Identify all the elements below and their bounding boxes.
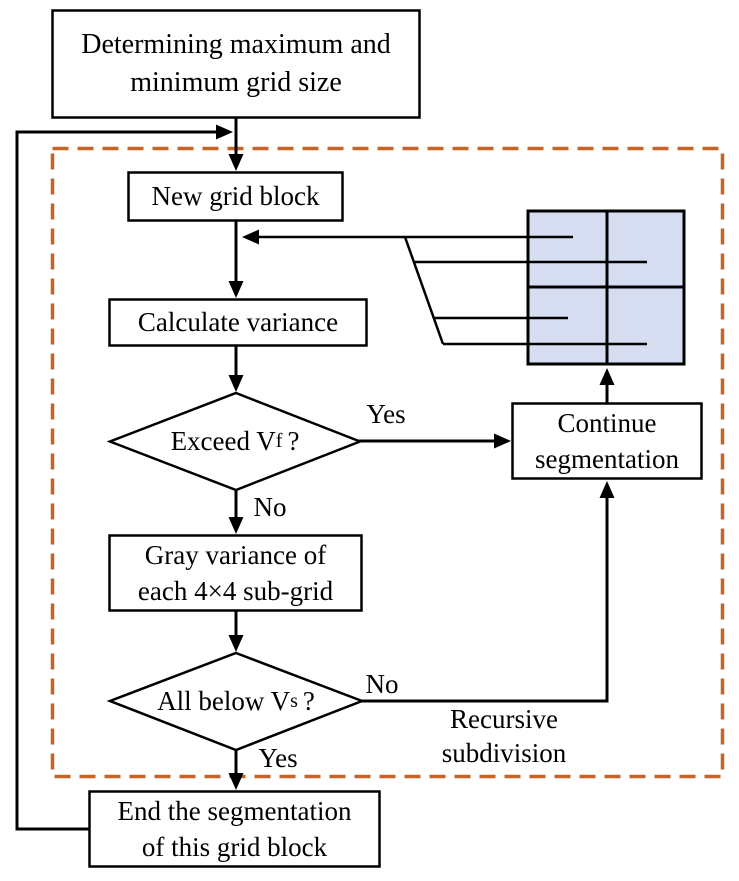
continue-line-1: Continue	[557, 407, 657, 438]
calculate-variance-box	[108, 298, 368, 347]
dashed-loop-boundary	[50, 146, 725, 779]
recursive-subdivision-label: Recursive subdivision	[423, 702, 585, 770]
gray-arrowhead	[228, 517, 244, 534]
edge-feedback-loop-line	[15, 130, 218, 831]
determine-grid-size-box	[51, 9, 421, 119]
end-segmentation-label: End the segmentation of this grid block	[89, 791, 380, 867]
continue-bottom-arrowhead	[599, 481, 615, 498]
determine-grid-size-label: Determining maximum and minimum grid siz…	[52, 10, 420, 118]
determine-line-2: minimum grid size	[130, 67, 342, 98]
recursive-line-2: subdivision	[441, 738, 567, 769]
exceed-no-label: No	[253, 492, 287, 522]
below-arrowhead	[228, 635, 244, 652]
below-yes-label: Yes	[258, 743, 298, 773]
end-line-2: of this grid block	[141, 832, 328, 862]
fan-slant-line	[403, 236, 445, 345]
end-segmentation-box	[88, 790, 381, 868]
newgrid-arrowhead	[228, 154, 244, 171]
recursive-line-1: Recursive	[450, 704, 558, 734]
exceed-yes-label: Yes	[366, 399, 406, 429]
determine-line-1: Determining maximum and	[81, 29, 391, 61]
end-arrowhead	[228, 773, 244, 790]
gray-variance-label: Gray variance of each 4×4 sub-grid	[109, 535, 362, 611]
continue-left-arrowhead	[494, 433, 511, 449]
gray-line-1: Gray variance of	[144, 539, 327, 570]
exceed-arrowhead	[228, 375, 244, 392]
new-grid-block-label: New grid block	[151, 181, 320, 212]
end-line-1: End the segmentation	[117, 795, 352, 826]
exceed-vf-diamond	[106, 391, 364, 492]
calculate-variance-label: Calculate variance	[137, 307, 339, 338]
new-grid-block-box	[127, 171, 344, 222]
below-no-label: No	[365, 669, 399, 699]
all-below-vs-diamond	[106, 651, 366, 752]
fan-arrowhead	[242, 229, 259, 245]
edge-below-no-line	[362, 497, 609, 703]
calc-arrowhead	[228, 281, 244, 298]
grid-arrowhead	[599, 368, 615, 385]
continue-segmentation-label: Continue segmentation	[512, 403, 702, 479]
feedback-arrowhead	[216, 124, 233, 140]
gray-line-2: each 4×4 sub-grid	[137, 576, 334, 606]
continue-line-2: segmentation	[535, 444, 679, 474]
continue-segmentation-box	[511, 402, 703, 480]
gray-variance-box	[108, 534, 363, 612]
